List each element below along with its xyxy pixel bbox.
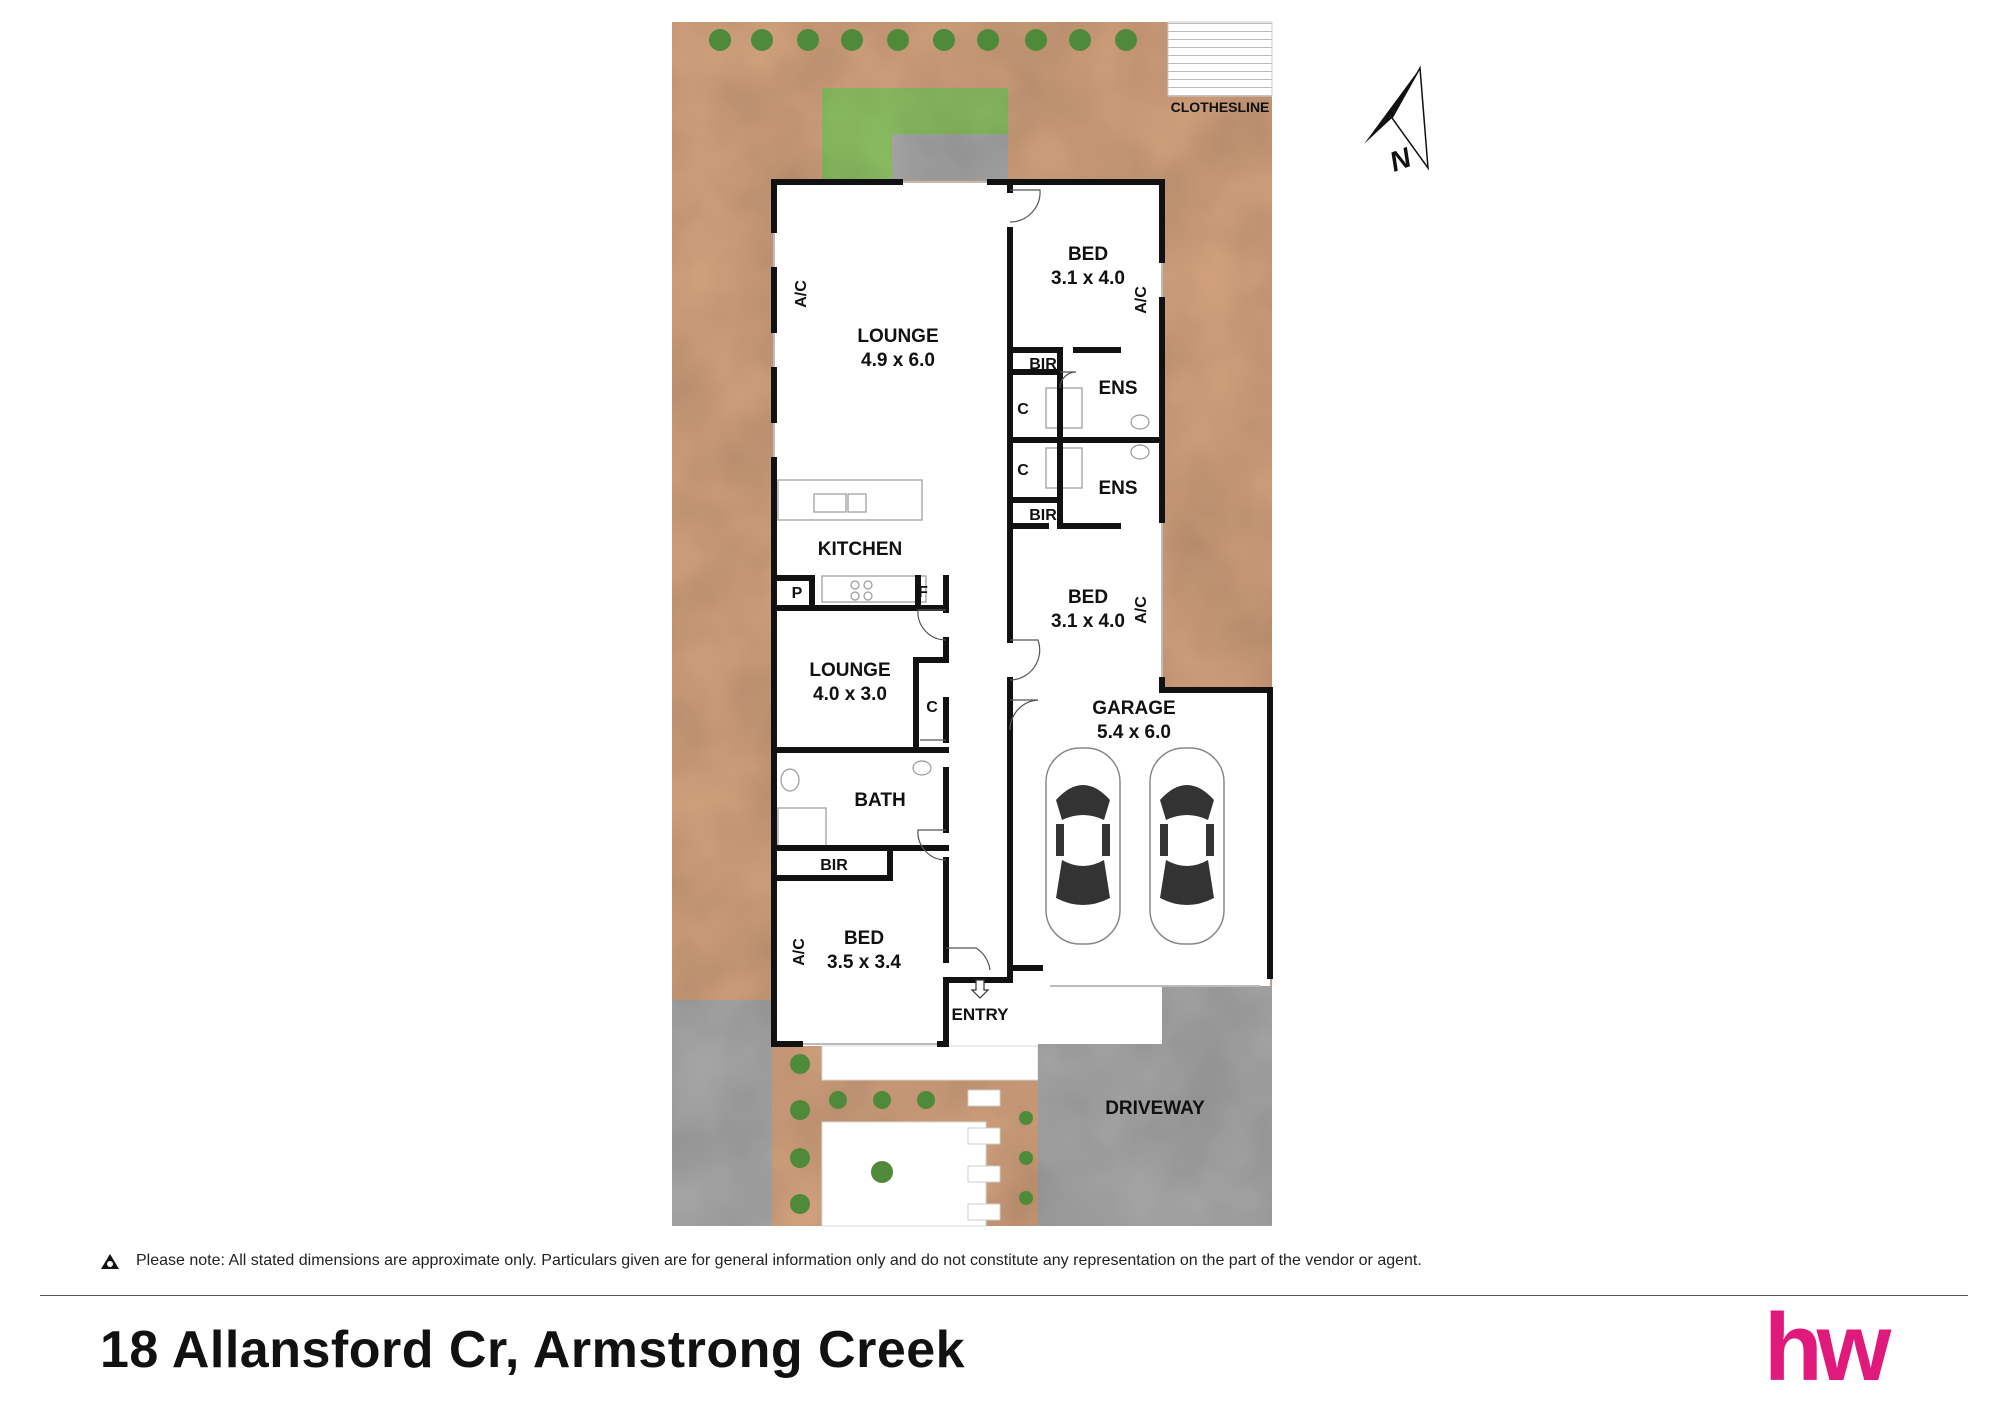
footer-divider <box>40 1295 1968 1296</box>
room-name-lounge-2: LOUNGE <box>809 660 890 681</box>
porch-step <box>821 1045 1039 1081</box>
hw-logo: hw <box>1764 1300 1898 1390</box>
clothesline-label: CLOTHESLINE <box>1171 99 1270 115</box>
room-dims-lounge-main: 4.9 x 6.0 <box>861 350 935 371</box>
shrub-icons <box>709 29 1137 1214</box>
entry-label: ENTRY <box>952 1005 1010 1024</box>
bir-label-1: BIR <box>1029 356 1057 373</box>
room-dims-bed-2: 3.1 x 4.0 <box>1051 611 1125 632</box>
patio <box>892 134 1008 180</box>
property-address: 18 Allansford Cr, Armstrong Creek <box>100 1321 966 1379</box>
driveway-label: DRIVEWAY <box>1105 1098 1205 1119</box>
walls <box>771 179 1273 1047</box>
room-name-bed-1: BED <box>1068 244 1108 265</box>
bir-label-2: BIR <box>1029 507 1057 524</box>
ac-label-bed-3: A/C <box>791 938 808 966</box>
windows <box>773 181 1260 1045</box>
c-label-1: C <box>1017 401 1029 418</box>
kitchen-label: KITCHEN <box>818 539 902 560</box>
front-paving-left <box>672 1000 772 1226</box>
north-label: N <box>1385 141 1415 177</box>
kitchen-bench <box>777 479 927 603</box>
room-dims-bed-1: 3.1 x 4.0 <box>1051 268 1125 289</box>
warning-icon <box>101 1254 119 1269</box>
car-icon <box>1149 747 1225 945</box>
room-labels: LOUNGE 4.9 x 6.0 BED 3.1 x 4.0 BED 3.1 x… <box>791 99 1269 1119</box>
car-icon <box>1045 747 1121 945</box>
north-arrow-icon: N <box>1364 65 1429 178</box>
c-label-2: C <box>1017 462 1029 479</box>
room-name-bed-3: BED <box>844 928 884 949</box>
disclaimer-note: Please note: All stated dimensions are a… <box>136 1252 1422 1269</box>
ac-label-bed-2: A/C <box>1133 596 1150 624</box>
c-label-3: C <box>926 699 938 716</box>
room-dims-bed-3: 3.5 x 3.4 <box>827 952 901 973</box>
ac-label-lounge: A/C <box>793 280 810 308</box>
pantry-label: P <box>792 585 803 602</box>
bath-label: BATH <box>854 790 905 811</box>
ac-label-bed-1: A/C <box>1133 286 1150 314</box>
ens-label-2: ENS <box>1098 478 1137 499</box>
bir-label-3: BIR <box>820 857 848 874</box>
fridge-label: F <box>918 584 928 601</box>
room-name-bed-2: BED <box>1068 587 1108 608</box>
entry-arrow-icon <box>970 979 990 999</box>
front-lawn <box>821 1121 987 1227</box>
stepping-stones <box>967 1089 1001 1221</box>
room-dims-garage: 5.4 x 6.0 <box>1097 722 1171 743</box>
door-swings <box>917 189 1077 971</box>
room-name-lounge-main: LOUNGE <box>857 326 938 347</box>
room-dims-lounge-2: 4.0 x 3.0 <box>813 684 887 705</box>
hw-logo-text: hw <box>1764 1300 1892 1390</box>
ens-label-1: ENS <box>1098 378 1137 399</box>
room-name-garage: GARAGE <box>1092 698 1175 719</box>
